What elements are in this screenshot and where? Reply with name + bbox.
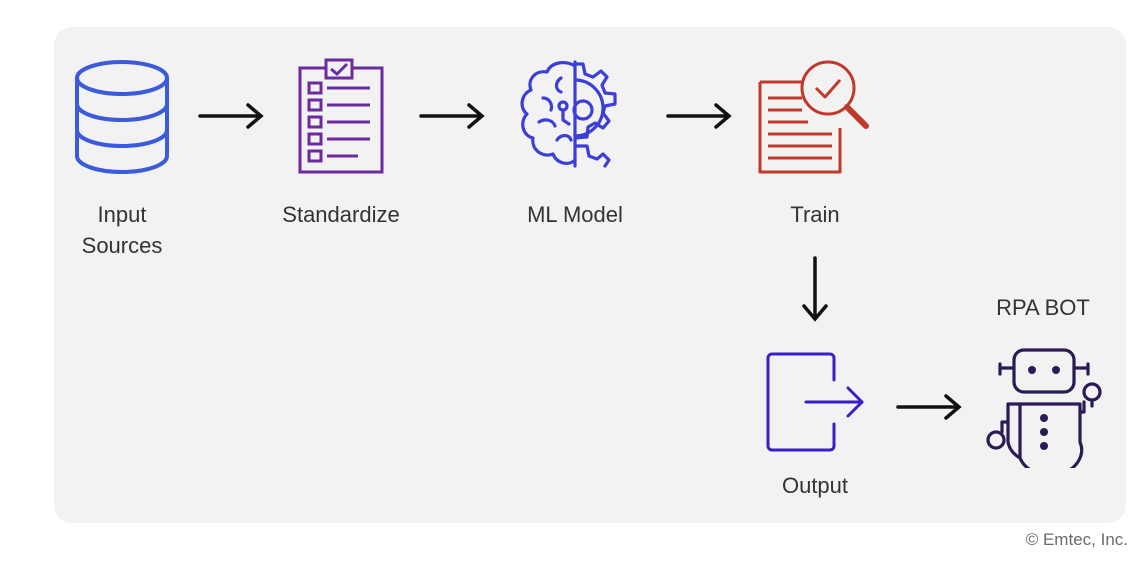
document-search-icon (758, 60, 869, 174)
arrow-train-to-output (802, 256, 828, 322)
input-sources-line-2: Sources (81, 233, 163, 258)
arrow-output-to-rpa-bot (896, 394, 962, 420)
node-label-input-sources: Input Sources (62, 199, 182, 261)
brain-gear-icon (520, 60, 617, 168)
input-sources-line-1: Input (97, 202, 147, 227)
database-icon (75, 60, 169, 174)
node-label-train: Train (790, 202, 840, 227)
checklist-icon (298, 58, 384, 174)
diagram-panel (54, 27, 1126, 523)
arrow-ml-model-to-train (666, 103, 732, 129)
node-label-rpa-bot: RPA BOT (996, 295, 1090, 320)
node-label-output: Output (781, 473, 849, 498)
export-icon (766, 352, 864, 452)
copyright-credit: © Emtec, Inc. (1025, 530, 1128, 549)
robot-icon (986, 348, 1102, 468)
node-label-ml-model: ML Model (527, 202, 623, 227)
node-label-standardize: Standardize (282, 202, 400, 227)
arrow-input-to-standardize (198, 103, 264, 129)
arrow-standardize-to-ml-model (419, 103, 485, 129)
